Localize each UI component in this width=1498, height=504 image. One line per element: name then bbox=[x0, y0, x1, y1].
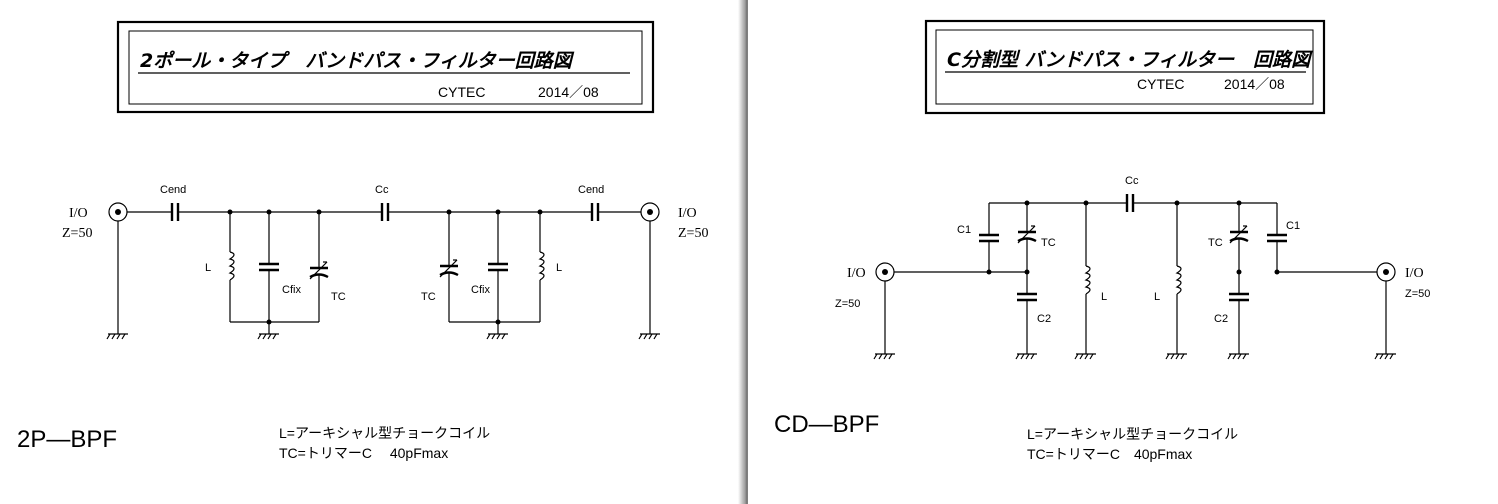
left-cend-label-a: Cend bbox=[160, 184, 186, 196]
right-company: CYTEC bbox=[1137, 76, 1184, 92]
left-inductor-label-b: L bbox=[556, 262, 562, 274]
right-note-inductor: L=アーキシャル型チョークコイル bbox=[1027, 426, 1238, 442]
left-cend-capacitor-b bbox=[590, 203, 600, 221]
right-schematic-panel: C分割型 バンドパス・フィルター 回路図 CYTEC 2014／08 bbox=[747, 0, 1498, 504]
right-title-block: C分割型 バンドパス・フィルター 回路図 CYTEC 2014／08 bbox=[924, 19, 1326, 115]
right-note-trimmer: TC=トリマーC 40pFmax bbox=[1027, 446, 1192, 462]
left-cend-capacitor-a bbox=[170, 203, 180, 221]
left-company: CYTEC bbox=[438, 84, 485, 100]
right-filter-name: CD—BPF bbox=[774, 411, 879, 438]
right-tc-label-a: TC bbox=[1041, 237, 1056, 249]
left-io-connector-a bbox=[108, 202, 128, 222]
right-port-ground-b bbox=[1374, 281, 1396, 360]
right-c2-label-a: C2 bbox=[1037, 313, 1051, 325]
left-cfix-label-a: Cfix bbox=[282, 284, 301, 296]
left-inductor-label-a: L bbox=[205, 262, 211, 274]
left-title: 2ポール・タイプ バンドパス・フィルター回路図 bbox=[140, 50, 575, 72]
left-cfix-label-b: Cfix bbox=[471, 284, 490, 296]
left-filter-name: 2P—BPF bbox=[17, 426, 117, 453]
right-cc-label: Cc bbox=[1125, 175, 1139, 187]
right-inductor-label-a: L bbox=[1101, 291, 1107, 303]
right-impedance-label-b: Z=50 bbox=[1405, 288, 1430, 300]
left-cc-label: Cc bbox=[375, 184, 389, 196]
right-cc-capacitor bbox=[1125, 194, 1135, 212]
right-io-connector-a bbox=[875, 262, 895, 282]
left-note-inductor: L=アーキシャル型チョークコイル bbox=[279, 425, 490, 441]
left-impedance-label-a: Z=50 bbox=[62, 226, 92, 241]
right-impedance-label-a: Z=50 bbox=[835, 298, 860, 310]
right-c1-label-b: C1 bbox=[1286, 220, 1300, 232]
right-left-section bbox=[979, 203, 1096, 360]
left-schematic-panel: 2ポール・タイプ バンドパス・フィルター回路図 CYTEC 2014／08 bbox=[0, 0, 738, 504]
left-cend-label-b: Cend bbox=[578, 184, 604, 196]
right-io-label-b: I/O bbox=[1405, 266, 1424, 281]
left-io-connector-b bbox=[640, 202, 660, 222]
left-tc-label-a: TC bbox=[331, 291, 346, 303]
window-divider[interactable] bbox=[738, 0, 747, 504]
left-schematic: 2ポール・タイプ バンドパス・フィルター回路図 CYTEC 2014／08 bbox=[17, 20, 708, 461]
left-impedance-label-b: Z=50 bbox=[678, 226, 708, 241]
left-resonator-2 bbox=[439, 212, 545, 340]
left-tc-label-b: TC bbox=[421, 291, 436, 303]
left-note-trimmer: TC=トリマーC 40pFmax bbox=[279, 445, 448, 461]
left-port-ground-b bbox=[638, 221, 660, 340]
right-date: 2014／08 bbox=[1224, 76, 1285, 92]
right-inductor-label-b: L bbox=[1154, 291, 1160, 303]
right-c2-label-b: C2 bbox=[1214, 313, 1228, 325]
right-schematic: C分割型 バンドパス・フィルター 回路図 CYTEC 2014／08 bbox=[774, 19, 1430, 462]
left-title-block: 2ポール・タイプ バンドパス・フィルター回路図 CYTEC 2014／08 bbox=[116, 20, 655, 114]
left-io-label-a: I/O bbox=[69, 206, 88, 221]
right-port-ground-a bbox=[873, 281, 895, 360]
right-c1-label-a: C1 bbox=[957, 224, 971, 236]
right-io-connector-b bbox=[1376, 262, 1396, 282]
right-tc-label-b: TC bbox=[1208, 237, 1223, 249]
right-right-section bbox=[1165, 203, 1287, 360]
left-port-ground-a bbox=[106, 221, 128, 340]
left-io-label-b: I/O bbox=[678, 206, 697, 221]
left-resonator-1 bbox=[228, 212, 329, 340]
left-cc-capacitor bbox=[380, 203, 390, 221]
right-io-label-a: I/O bbox=[847, 266, 866, 281]
right-title: C分割型 バンドパス・フィルター 回路図 bbox=[947, 49, 1313, 71]
left-date: 2014／08 bbox=[538, 84, 599, 100]
